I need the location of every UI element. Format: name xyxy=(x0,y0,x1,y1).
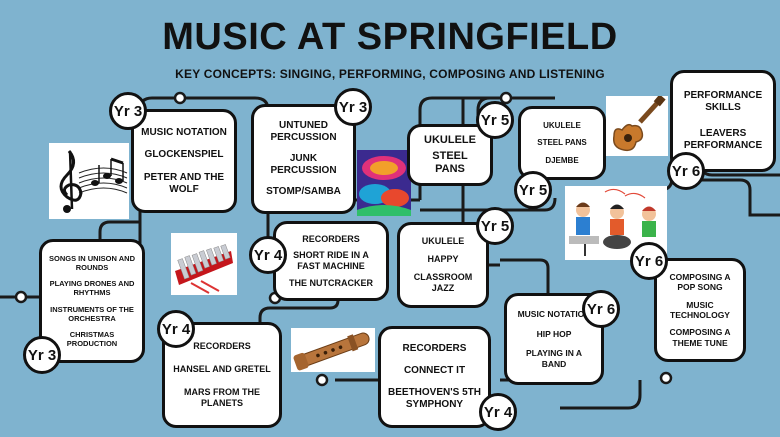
year-badge: Yr 4 xyxy=(479,393,517,431)
recorder-image xyxy=(291,328,375,372)
y4-recorders-hansel-box: RECORDERS HANSEL AND GRETEL MARS FROM TH… xyxy=(162,322,282,428)
topic-label: PERFORMANCE SKILLS xyxy=(683,90,763,114)
year-badge: Yr 6 xyxy=(582,290,620,328)
year-badge: Yr 3 xyxy=(109,92,147,130)
topic-label: UKULELE xyxy=(424,133,476,146)
y5-ukulele-steel-pans-box: UKULELE STEEL PANS xyxy=(407,124,493,186)
topic-label: MARS FROM THE PLANETS xyxy=(184,387,260,408)
year-badge: Yr 4 xyxy=(249,236,287,274)
year-badge: Yr 5 xyxy=(514,171,552,209)
topic-label: HIP HOP xyxy=(536,328,572,339)
y4-recorders-nutcracker-box: RECORDERS SHORT RIDE IN A FAST MACHINE T… xyxy=(273,221,389,301)
topic-label: DJEMBE xyxy=(545,155,579,165)
topic-label: LEAVERS PERFORMANCE xyxy=(683,127,763,151)
topic-label: CLASSROOM JAZZ xyxy=(413,272,473,293)
topic-label: RECORDERS xyxy=(302,233,360,244)
page-title: MUSIC AT SPRINGFIELD xyxy=(162,16,618,58)
y5-ukulele-happy-box: UKULELE HAPPY CLASSROOM JAZZ xyxy=(397,222,489,308)
topic-label: HAPPY xyxy=(427,254,459,265)
topic-label: CONNECT IT xyxy=(403,365,466,376)
y4-recorders-beethoven-box: RECORDERS CONNECT IT BEETHOVEN'S 5TH SYM… xyxy=(378,326,491,428)
ukulele-image xyxy=(606,96,668,156)
topic-label: STEEL PANS xyxy=(537,138,587,148)
topic-label: STOMP/SAMBA xyxy=(266,186,341,197)
topic-label: CHRISTMAS PRODUCTION xyxy=(66,330,118,349)
topic-label: THE NUTCRACKER xyxy=(289,277,373,288)
topic-label: BEETHOVEN'S 5TH SYMPHONY xyxy=(388,387,481,410)
topic-label: COMPOSING A POP SONG xyxy=(669,272,731,293)
topic-label: PLAYING DRONES AND RHYTHMS xyxy=(49,279,135,298)
topic-label: COMPOSING A THEME TUNE xyxy=(669,327,731,348)
year-badge: Yr 6 xyxy=(630,242,668,280)
topic-label: UKULELE xyxy=(543,120,581,130)
topic-label: UNTUNED PERCUSSION xyxy=(270,120,337,143)
y3-songs-box: SONGS IN UNISON AND ROUNDS PLAYING DRONE… xyxy=(39,239,145,363)
topic-label: MUSIC NOTATION xyxy=(517,309,591,320)
topic-label: JUNK PERCUSSION xyxy=(270,153,337,176)
y3-untuned-percussion-box: UNTUNED PERCUSSION JUNK PERCUSSION STOMP… xyxy=(251,104,356,214)
glockenspiel-image xyxy=(171,233,237,295)
topic-label: UKULELE xyxy=(421,236,465,247)
year-badge: Yr 5 xyxy=(476,101,514,139)
topic-label: HANSEL AND GRETEL xyxy=(173,364,271,375)
topic-label: PLAYING IN A BAND xyxy=(525,348,583,369)
topic-label: MUSIC TECHNOLOGY xyxy=(670,299,730,320)
topic-label: GLOCKENSPIEL xyxy=(144,149,224,160)
topic-label: SHORT RIDE IN A FAST MACHINE xyxy=(293,250,369,271)
topic-label: PETER AND THE WOLF xyxy=(143,171,225,195)
topic-label: SONGS IN UNISON AND ROUNDS xyxy=(49,253,135,272)
steel-pan-painting-image xyxy=(357,150,411,216)
year-badge: Yr 3 xyxy=(23,336,61,374)
topic-label: MUSIC NOTATION xyxy=(141,126,227,138)
year-badge: Yr 3 xyxy=(334,88,372,126)
treble-clef-notes-image xyxy=(49,143,129,219)
year-badge: Yr 4 xyxy=(157,310,195,348)
topic-label: RECORDERS xyxy=(402,343,467,354)
year-badge: Yr 6 xyxy=(667,152,705,190)
y5-ukulele-djembe-box: UKULELE STEEL PANS DJEMBE xyxy=(518,106,606,180)
topic-label: STEEL PANS xyxy=(432,149,468,175)
page-subtitle: KEY CONCEPTS: SINGING, PERFORMING, COMPO… xyxy=(175,67,605,81)
year-badge: Yr 5 xyxy=(476,207,514,245)
y6-composing-box: COMPOSING A POP SONG MUSIC TECHNOLOGY CO… xyxy=(654,258,746,362)
topic-label: RECORDERS xyxy=(193,341,251,352)
topic-label: INSTRUMENTS OF THE ORCHESTRA xyxy=(50,304,134,323)
y3-music-notation-box: MUSIC NOTATION GLOCKENSPIEL PETER AND TH… xyxy=(131,109,237,213)
